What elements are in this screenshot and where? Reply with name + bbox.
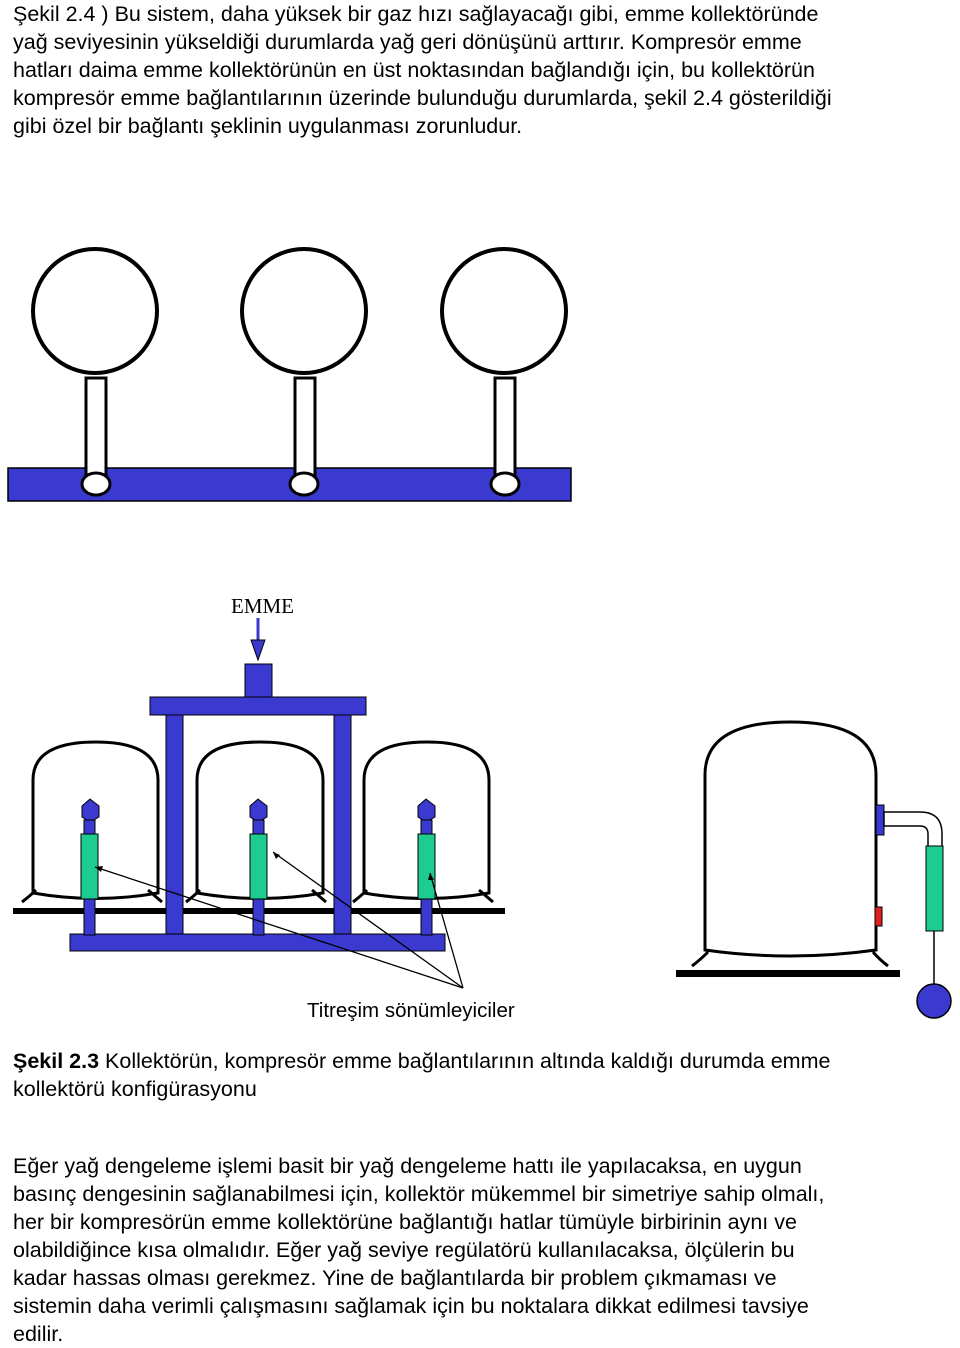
suction-elbow-pipe (883, 811, 943, 849)
upper-header-bar (149, 696, 367, 716)
connection-pipe (83, 898, 96, 936)
connection-hole (489, 471, 521, 497)
dampers-label: Titreşim sönümleyiciler (307, 999, 515, 1022)
suction-inlet-box (244, 663, 273, 698)
connection-pipe (252, 898, 265, 936)
right-floor-line (676, 970, 900, 977)
suction-pipe (293, 376, 317, 480)
caption-line-2: kollektörü konfigürasyonu (13, 1077, 257, 1101)
compressor-dome-icon (240, 247, 368, 375)
compressor-foot (185, 888, 327, 904)
body-line: olabildiğince kısa olmalıdır. Eğer yağ s… (13, 1238, 795, 1262)
body-line: sistemin daha verimli çalışmasını sağlam… (13, 1294, 809, 1318)
connection-3 (417, 798, 436, 936)
intro-line: Şekil 2.4 ) Bu sistem, daha yüksek bir g… (13, 2, 819, 26)
body-line: Eğer yağ dengeleme işlemi basit bir yağ … (13, 1154, 802, 1178)
top-compressor-3 (440, 247, 568, 497)
body-paragraph: Eğer yağ dengeleme işlemi basit bir yağ … (13, 1152, 948, 1348)
connection-2 (249, 798, 268, 936)
compressor-shell (703, 720, 878, 958)
body-line: kadar hassas olması gerekmez. Yine de ba… (13, 1266, 777, 1290)
vibration-damper-icon (249, 833, 268, 900)
oil-trap-ball-icon (916, 983, 952, 1019)
vibration-damper-icon (925, 845, 944, 932)
lower-header-bar (69, 933, 446, 952)
right-compressor-diagram (676, 720, 952, 1019)
body-line: her bir kompresörün emme kollektörüne ba… (13, 1210, 797, 1234)
top-compressor-1 (31, 247, 159, 497)
vibration-damper-icon (417, 833, 436, 900)
compressor-dome-icon (31, 247, 159, 375)
suction-arrow-head-icon (250, 639, 266, 662)
suction-label: EMME (231, 594, 294, 618)
intro-paragraph: Şekil 2.4 ) Bu sistem, daha yüksek bir g… (13, 0, 948, 140)
connection-1 (80, 798, 100, 936)
compressor-foot (691, 950, 889, 968)
header-leg-left-front (165, 714, 184, 936)
intro-line: yağ seviyesinin yükseldiği durumlarda ya… (13, 30, 802, 54)
red-valve-icon (874, 906, 883, 927)
connection-pipe (420, 898, 433, 936)
fitting-hex-icon (81, 798, 100, 823)
top-compressor-2 (240, 247, 368, 497)
intro-line: kompresör emme bağlantılarının üzerinde … (13, 86, 832, 110)
suction-pipe (84, 376, 108, 480)
caption-label: Şekil 2.3 (13, 1049, 100, 1073)
top-manifold-diagram (7, 247, 572, 502)
body-line: edilir. (13, 1322, 64, 1346)
intro-line: gibi özel bir bağlantı şeklinin uygulanm… (13, 114, 523, 138)
suction-fitting (875, 804, 885, 836)
intro-line: hatları daima emme kollektörünün en üst … (13, 58, 815, 82)
body-line: basınç dengesinin sağlanabilmesi için, k… (13, 1182, 825, 1206)
caption-text: Kollektörün, kompresör emme bağlantıları… (99, 1049, 831, 1073)
suction-pipe (493, 376, 517, 480)
damper-pointers (94, 851, 464, 989)
connection-hole (288, 471, 320, 497)
caption-line-1: Şekil 2.3 Kollektörün, kompresör emme ba… (13, 1047, 830, 1075)
fitting-hex-icon (417, 798, 436, 823)
fitting-hex-icon (249, 798, 268, 823)
connection-hole (80, 471, 112, 497)
bottom-manifold-diagram: EMME (13, 594, 515, 1022)
compressor-dome-icon (440, 247, 568, 375)
figure-caption: Şekil 2.3 Kollektörün, kompresör emme ba… (13, 1047, 830, 1103)
compressor-foot (352, 888, 494, 904)
compressor-foot (21, 888, 163, 904)
